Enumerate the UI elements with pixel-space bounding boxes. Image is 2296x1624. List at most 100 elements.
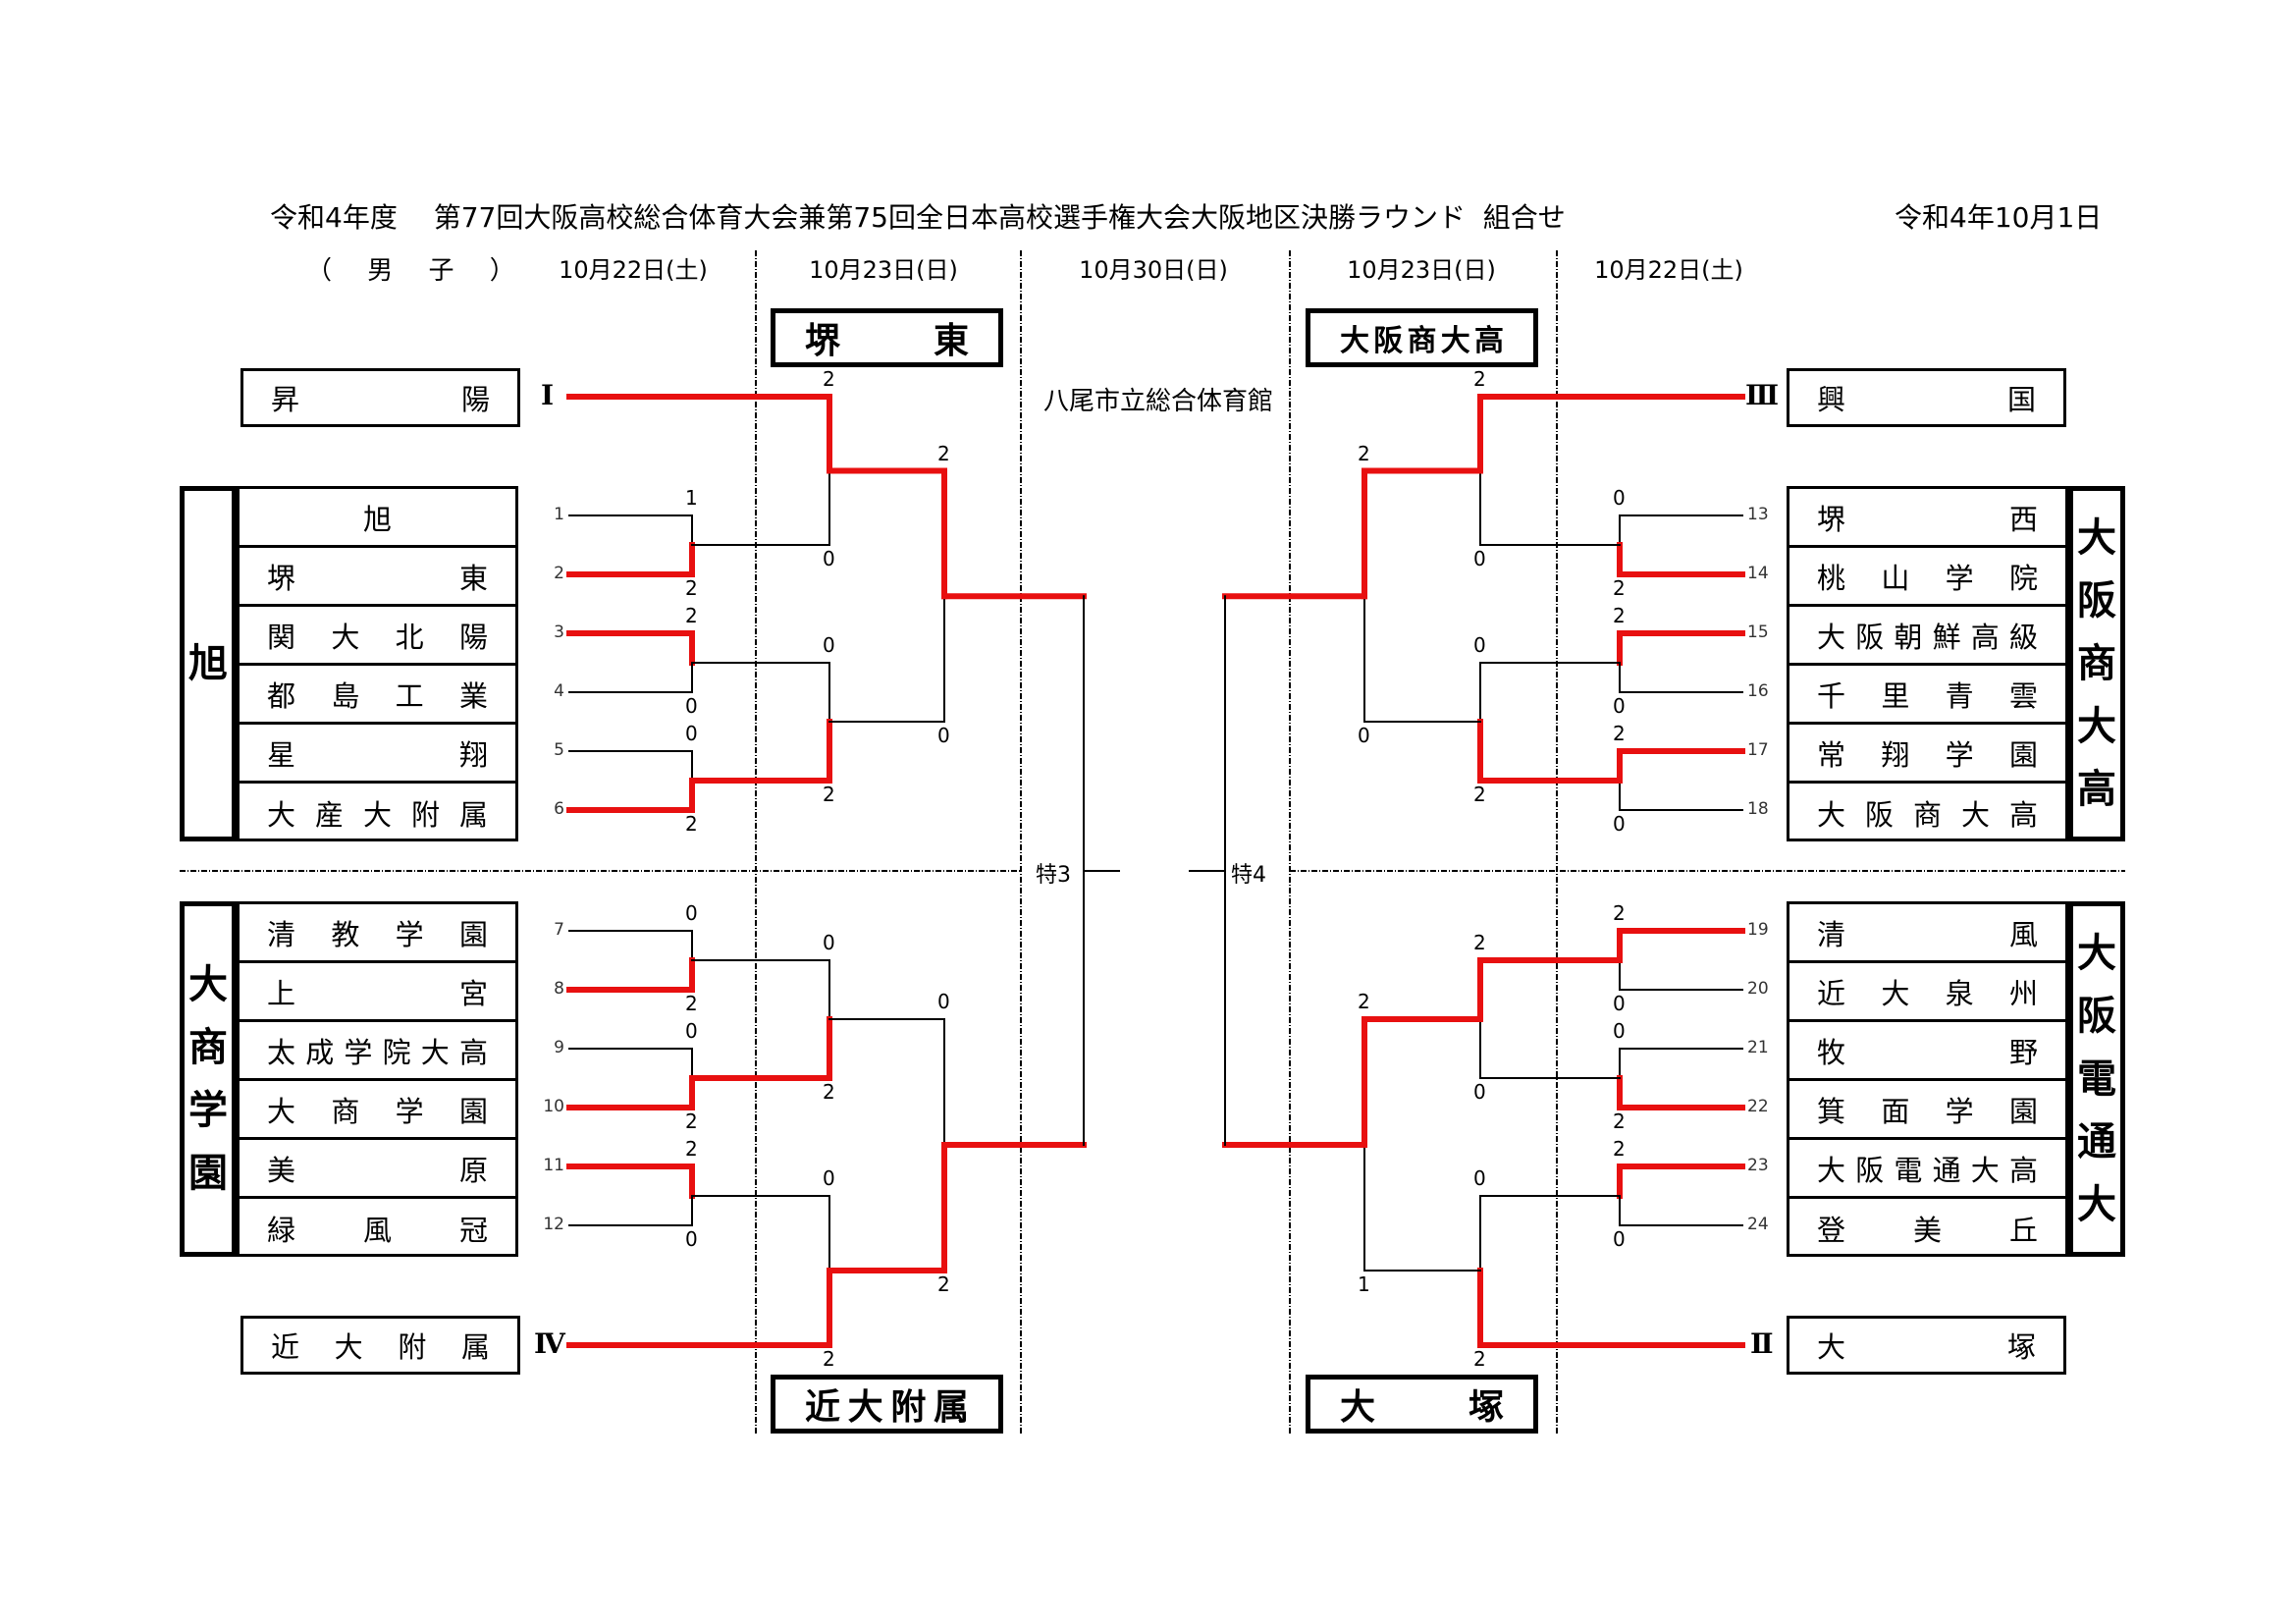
score-label: 2 (823, 367, 835, 391)
seed-marker-III: Ⅲ (1745, 379, 1780, 411)
seed-team-box-I: 昇 陽 (240, 368, 520, 427)
score-label: 2 (1613, 901, 1626, 925)
score-label: 0 (685, 1019, 698, 1043)
team-row: 大阪商大高 (1789, 784, 2065, 842)
score-label: 2 (937, 1272, 950, 1296)
group-daisho-gakuen: 大商学園清教学園上宮太成学院大高大商学園美原緑風冠 (180, 901, 518, 1257)
group-asahi: 旭旭堺東関大北陽都島工業星翔大産大附属 (180, 486, 518, 841)
group-team-list: 旭堺東関大北陽都島工業星翔大産大附属 (237, 486, 518, 841)
score-label: 0 (685, 901, 698, 925)
score-label: 2 (937, 441, 950, 465)
seed-team-box-IV: 近大附属 (240, 1316, 520, 1375)
team-number: 14 (1747, 564, 1769, 583)
team-number: 2 (554, 564, 564, 583)
block-winner-name: 大阪商大高 (1340, 324, 1504, 358)
team-row: 牧野 (1789, 1022, 2065, 1081)
block-winner-top-left: 堺 東 (771, 308, 1003, 367)
block-winner-top-right: 大阪商大高 (1306, 308, 1538, 367)
score-label: 2 (685, 812, 698, 836)
team-name: 昇 陽 (271, 383, 490, 416)
team-name: 箕面学園 (1817, 1094, 2038, 1128)
seed-team-box-III: 興 国 (1787, 368, 2066, 427)
score-label: 1 (1358, 1272, 1370, 1296)
team-number: 8 (554, 979, 564, 999)
score-label: 0 (1613, 486, 1626, 510)
team-number: 9 (554, 1038, 564, 1057)
group-team-list: 清風近大泉州牧野箕面学園大阪電通大高登美丘 (1787, 901, 2068, 1257)
block-winner-name: 近大附属 (805, 1387, 969, 1428)
team-row: 緑風冠 (240, 1199, 515, 1258)
group-osaka-shodai-ko: 堺西桃山学院大阪朝鮮高級千里青雲常翔学園大阪商大高大阪商大高 (1787, 486, 2125, 841)
score-label: 0 (1613, 1227, 1626, 1251)
score-label: 2 (1358, 990, 1370, 1013)
team-number: 12 (543, 1215, 564, 1234)
score-label: 0 (685, 722, 698, 745)
team-number: 20 (1747, 979, 1769, 999)
team-name: 大阪電通大高 (1817, 1153, 2038, 1187)
group-label-char: 大 (188, 962, 228, 1007)
score-label: 0 (1473, 547, 1486, 570)
block-winner-name: 大 塚 (1340, 1387, 1504, 1428)
team-number: 17 (1747, 740, 1769, 760)
block-winner-bottom-left: 近大附属 (771, 1375, 1003, 1434)
score-label: 2 (1613, 1137, 1626, 1161)
team-name: 近大附属 (271, 1330, 490, 1364)
score-label: 0 (1358, 724, 1370, 747)
team-name: 緑風冠 (267, 1214, 488, 1247)
score-label: 0 (937, 990, 950, 1013)
score-label: 2 (1473, 931, 1486, 954)
group-label-char: 高 (2077, 767, 2116, 812)
round-date-left-r2: 10月23日(日) (809, 256, 958, 284)
page-title: 令和4年度 第77回大阪高校総合体育大会兼第75回全日本高校選手権大会大阪地区決… (270, 201, 1566, 234)
team-row: 大商学園 (240, 1081, 515, 1140)
team-name: 旭 (362, 502, 392, 536)
score-label: 0 (1473, 1080, 1486, 1104)
final-label-left: 特3 (1034, 857, 1073, 889)
score-label: 2 (823, 1080, 835, 1104)
team-name: 堺東 (267, 561, 488, 595)
score-label: 0 (685, 694, 698, 718)
team-row: 上宮 (240, 963, 515, 1022)
team-number: 22 (1747, 1097, 1769, 1116)
venue-label: 八尾市立総合体育館 (1042, 387, 1273, 416)
team-number: 15 (1747, 623, 1769, 642)
score-label: 0 (1613, 694, 1626, 718)
team-number: 24 (1747, 1215, 1769, 1234)
score-label: 0 (823, 931, 835, 954)
score-label: 0 (823, 547, 835, 570)
group-label: 大阪電通大 (2068, 901, 2125, 1257)
team-number: 16 (1747, 681, 1769, 701)
round-date-final: 10月30日(日) (1079, 256, 1228, 284)
group-label: 旭 (180, 486, 237, 841)
team-row: 星翔 (240, 725, 515, 784)
team-row: 大阪電通大高 (1789, 1140, 2065, 1199)
team-row: 美原 (240, 1140, 515, 1199)
score-label: 0 (937, 724, 950, 747)
team-number: 18 (1747, 799, 1769, 819)
team-row: 登美丘 (1789, 1199, 2065, 1258)
group-label-char: 電 (2077, 1056, 2116, 1102)
score-label: 0 (823, 1166, 835, 1190)
team-name: 牧野 (1817, 1035, 2038, 1069)
score-label: 0 (823, 633, 835, 657)
score-label: 2 (823, 1347, 835, 1371)
team-row: 常翔学園 (1789, 725, 2065, 784)
score-label: 0 (1613, 1019, 1626, 1043)
team-row: 清教学園 (240, 904, 515, 963)
group-label-char: 大 (2077, 515, 2116, 561)
team-name: 大産大附属 (267, 798, 488, 832)
team-row: 堺東 (240, 548, 515, 607)
group-label-char: 大 (2077, 931, 2116, 976)
team-name: 堺西 (1817, 502, 2038, 536)
seed-marker-I: Ⅰ (541, 379, 555, 411)
score-label: 2 (1613, 722, 1626, 745)
team-number: 6 (554, 799, 564, 819)
team-row: 堺西 (1789, 489, 2065, 548)
seed-marker-IV: Ⅳ (534, 1327, 565, 1360)
score-label: 0 (1613, 992, 1626, 1015)
team-row: 清風 (1789, 904, 2065, 963)
team-row: 大産大附属 (240, 784, 515, 842)
team-row: 大阪朝鮮高級 (1789, 607, 2065, 666)
score-label: 2 (685, 576, 698, 600)
